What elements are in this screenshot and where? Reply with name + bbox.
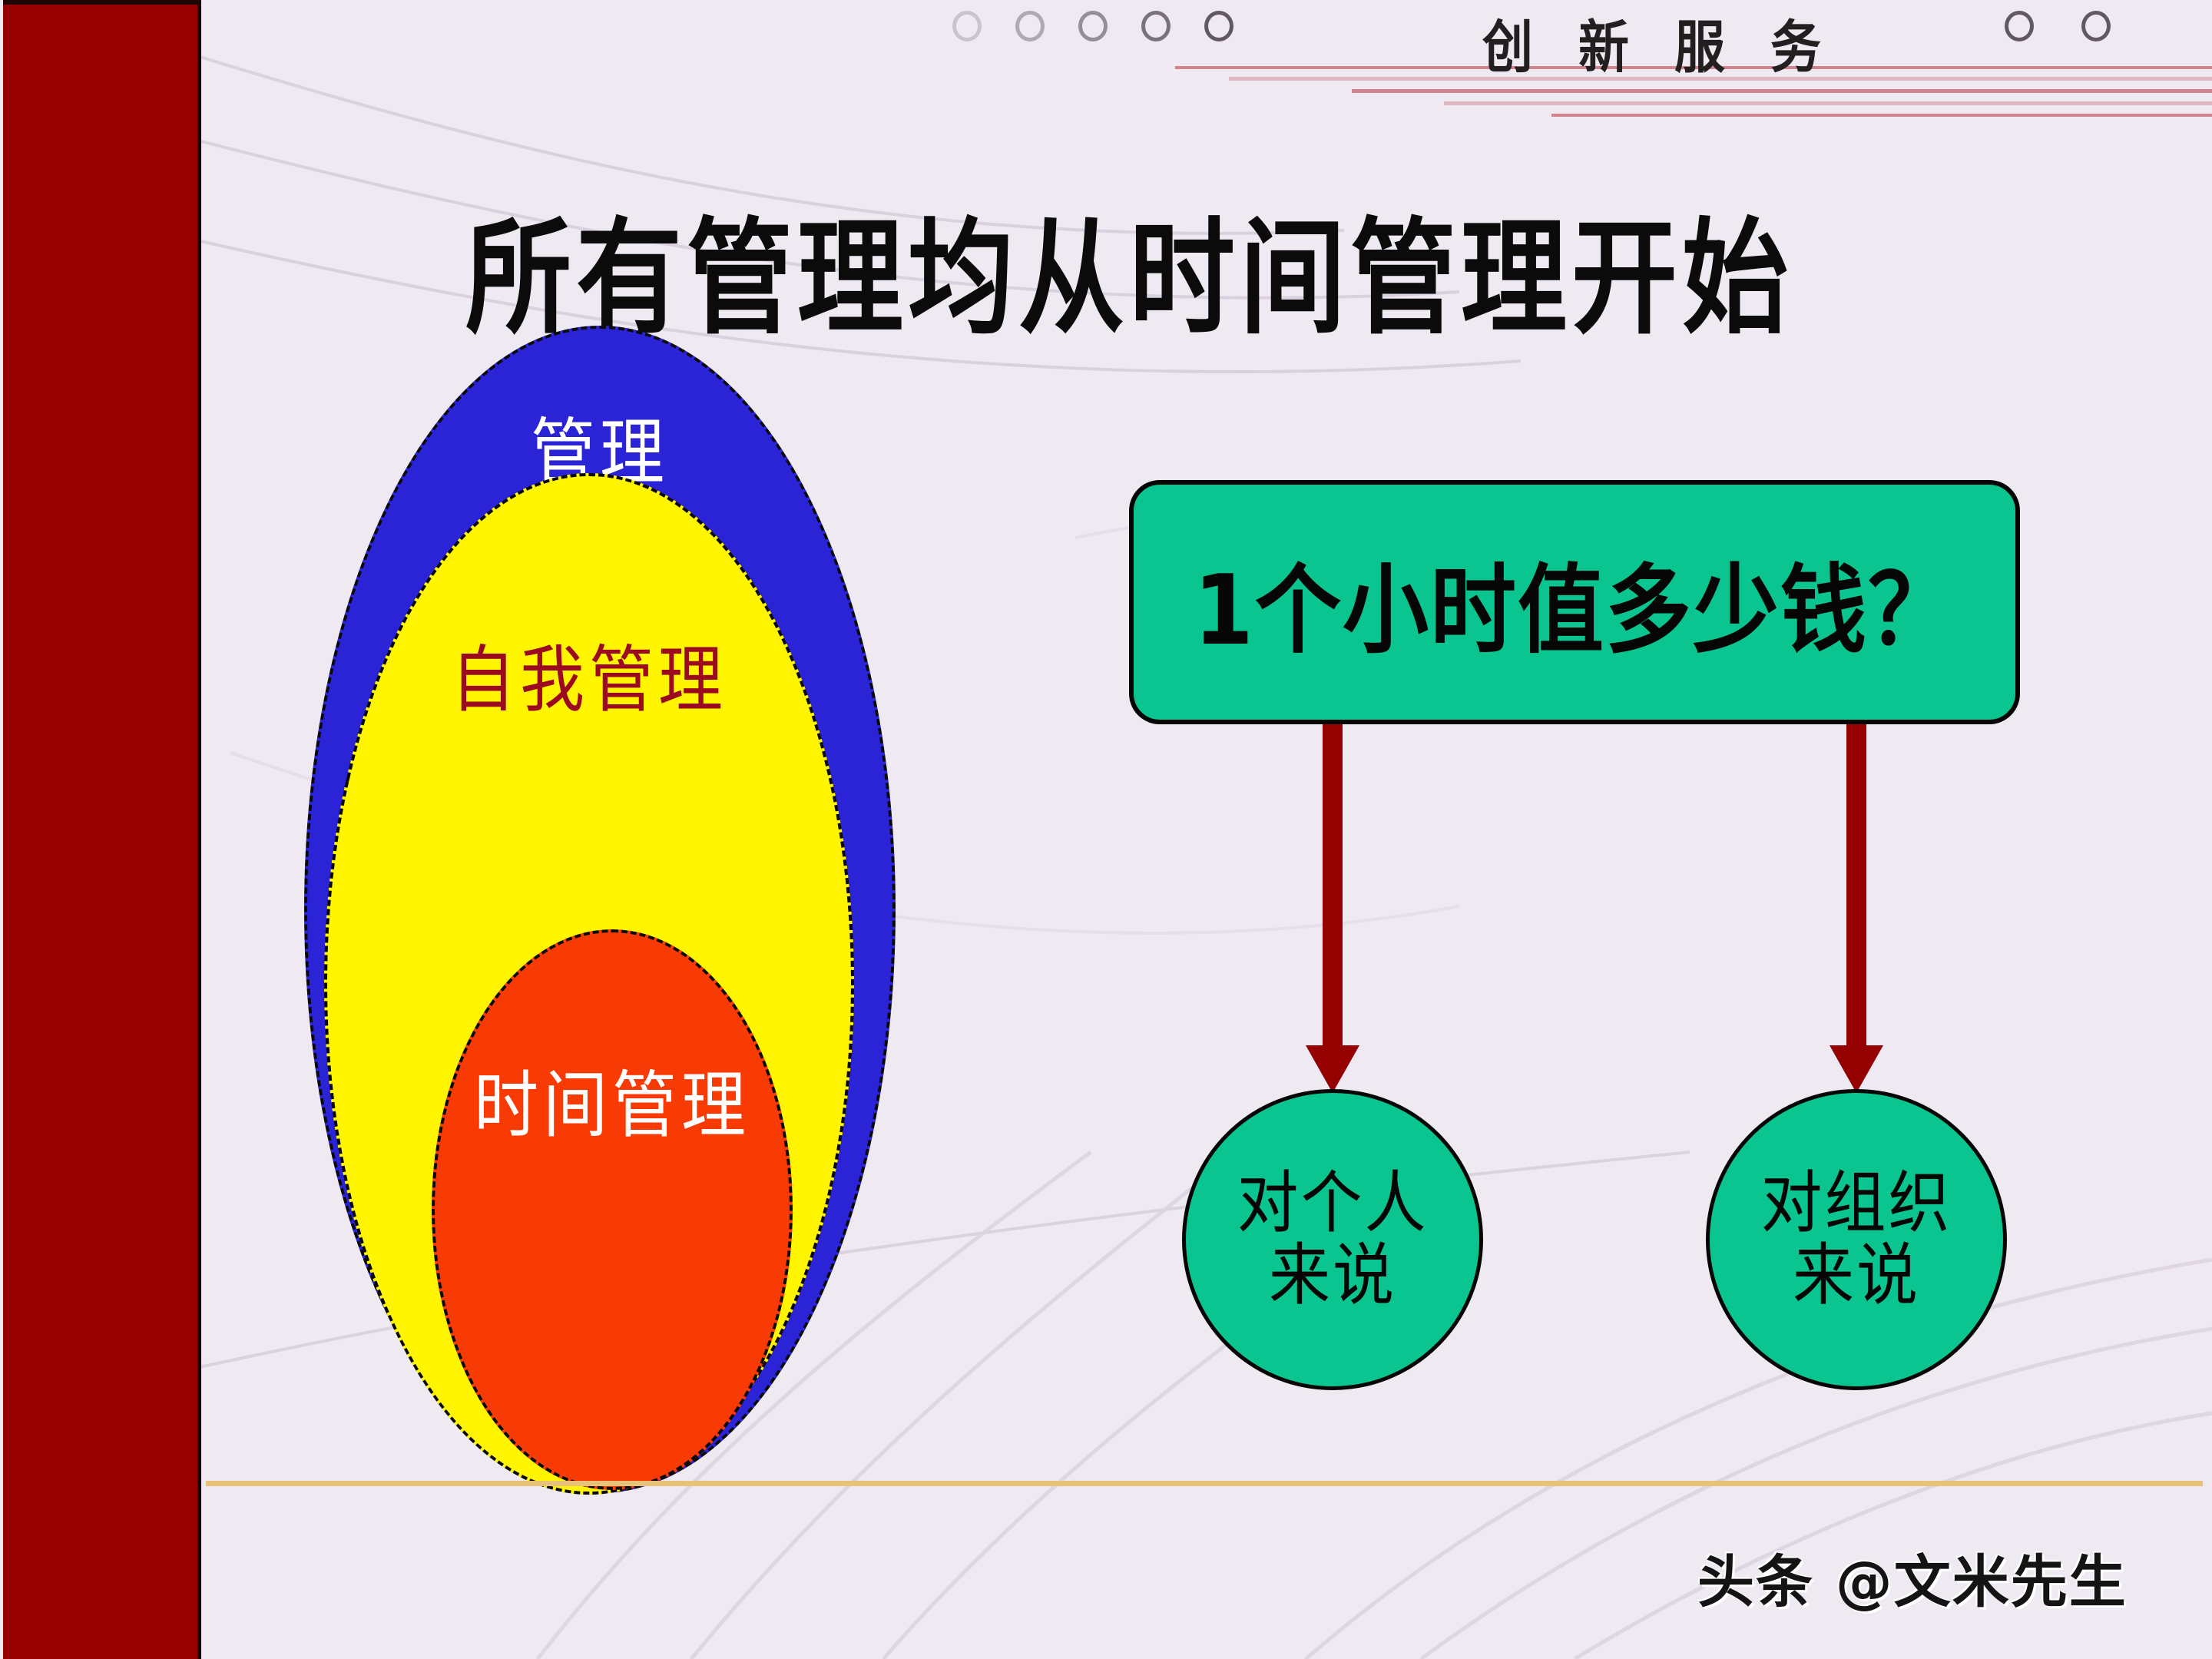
arrow-head-icon [1306,1045,1359,1093]
circle-icon-1 [952,11,982,41]
circle-icon-6 [2005,11,2034,41]
nested-ellipse-diagram: 管理 自我管理 时间管理 [292,323,906,1498]
circle-icon-3 [1078,11,1108,41]
page-title: 所有管理均从时间管理开始 [465,204,1793,352]
circle-icon-7 [2081,11,2111,41]
question-text: 1个小时值多少钱？ [1194,555,1955,667]
header-accent-line-4 [1444,101,2212,105]
header-accent-line-1 [1175,66,2212,69]
ellipse-time-management: 时间管理 [432,929,793,1490]
circle-icon-2 [1015,11,1045,41]
question-callout-box: 1个小时值多少钱？ [1129,480,2020,724]
watermark-text: 头条 @文米先生 [1697,1549,2128,1615]
answer-line-2: 来说 [1269,1236,1396,1315]
left-accent-bar [3,0,201,1659]
footer-divider [206,1481,2203,1486]
answer-circle-individual: 对个人 来说 [1182,1089,1483,1390]
header-accent-line-3 [1352,89,2212,93]
header-accent-line-2 [1229,77,2212,81]
header-slogan: 创 新 服 务 [1482,14,1835,81]
header-accent-line-5 [1551,114,2212,117]
arrow-shaft [1323,724,1343,1055]
answer-line-1: 对组织 [1760,1163,1952,1243]
circle-icon-5 [1204,11,1233,41]
answer-line-1: 对个人 [1237,1163,1429,1243]
ellipse-label-self-management: 自我管理 [450,637,727,722]
answer-line-2: 来说 [1793,1236,1920,1315]
arrow-shaft [1846,724,1866,1055]
ellipse-label-time-management: 时间管理 [473,1063,750,1147]
answer-circle-organization: 对组织 来说 [1706,1089,2007,1390]
arrow-head-icon [1830,1045,1883,1093]
circle-icon-4 [1141,11,1171,41]
header-circle-group-right [2005,11,2111,41]
header-circle-group-left [952,11,1233,41]
